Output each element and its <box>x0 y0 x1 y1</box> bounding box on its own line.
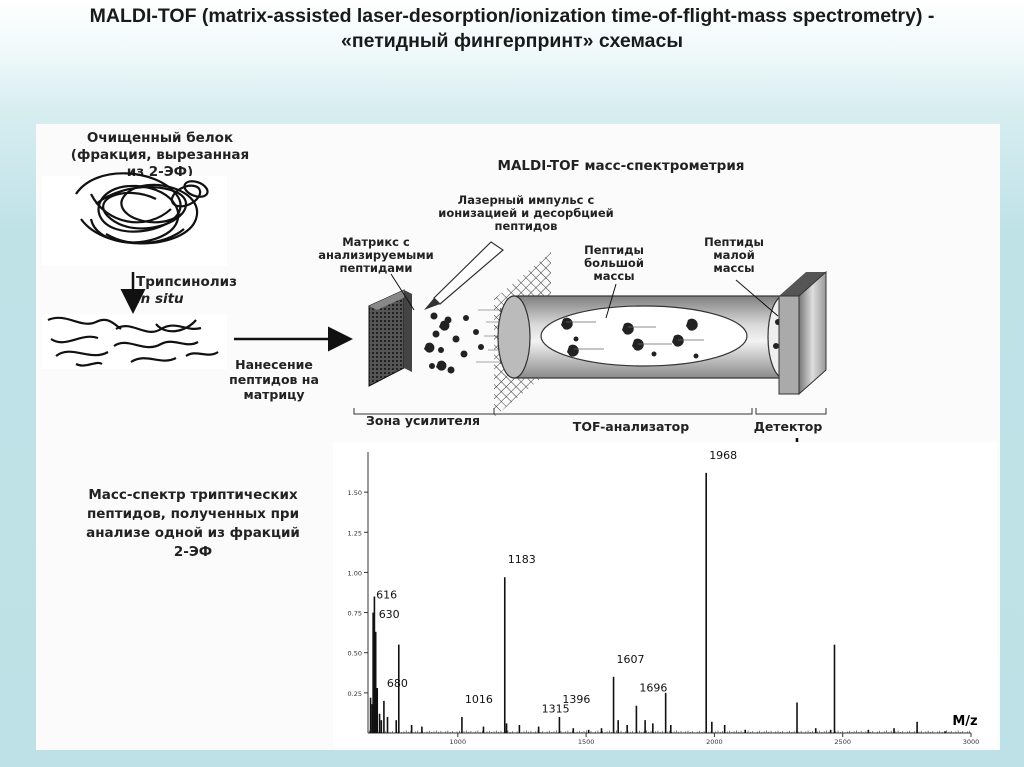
heavy-peptides <box>561 317 704 359</box>
peak-label: 680 <box>387 677 408 690</box>
x-axis-label: M/z <box>952 714 977 729</box>
peak-label: 630 <box>379 608 400 621</box>
heavy-peptides-label: Пептиды большой массы <box>584 243 644 283</box>
zone-brackets <box>353 408 827 415</box>
title-line-1: MALDI-TOF (matrix-assisted laser-desorpt… <box>89 5 935 27</box>
matrix-label: Матрикс с анализируемыми пептидами <box>318 235 434 275</box>
slide-title: MALDI-TOF (matrix-assisted laser-desorpt… <box>0 4 1024 54</box>
y-tick-label: 1.00 <box>348 569 362 577</box>
peak-label: 1968 <box>709 449 737 462</box>
zone-tof-label: TOF-анализатор <box>572 419 690 434</box>
maldi-heading: MALDI-TOF масс-спектрометрия <box>497 158 745 174</box>
peak-label: 616 <box>376 589 397 602</box>
trypsinolysis-label: Трипсинолиз in situ <box>136 274 237 307</box>
tof-tube <box>497 295 801 379</box>
detector-plate <box>778 270 827 396</box>
light-peptides-label: Пептиды малой массы <box>704 235 764 275</box>
x-tick-label: 2000 <box>706 738 723 746</box>
matrix-pointer <box>390 273 415 311</box>
x-tick-label: 1000 <box>450 738 467 746</box>
application-label: Нанесение пептидов на матрицу <box>229 357 319 402</box>
peak-label: 1016 <box>465 693 493 706</box>
laser-label: Лазерный импульс с ионизацией и десорбци… <box>438 193 614 233</box>
heavy-pointer <box>605 283 617 319</box>
y-tick-label: 0.50 <box>348 650 362 658</box>
x-tick-label: 3000 <box>963 738 980 746</box>
peak-label: 1396 <box>562 693 590 706</box>
peak-label: 1183 <box>508 553 536 566</box>
laser-beam <box>424 241 504 310</box>
peak-label: 1315 <box>542 703 570 716</box>
y-tick-label: 0.25 <box>348 690 362 698</box>
peptide-fragments <box>47 316 219 367</box>
maldi-schematic <box>42 172 827 454</box>
mass-spectrum-chart: 0.25 0.50 0.75 1.00 1.25 1.50 1000 1500 2000 2500… <box>333 442 997 747</box>
y-tick-label: 0.75 <box>348 610 362 618</box>
flying-peptides <box>424 312 484 374</box>
peak-label: 1696 <box>639 682 667 695</box>
title-line-2: «петидный фингерпринт» схемасы <box>341 30 683 52</box>
zone-amplifier-label: Зона усилителя <box>365 413 481 428</box>
zone-detector-label: Детектор <box>753 419 823 434</box>
y-tick-label: 1.25 <box>348 529 362 537</box>
matrix-plate <box>368 289 412 387</box>
protein-coil <box>75 172 209 245</box>
light-pointer <box>735 279 779 317</box>
y-tick-label: 1.50 <box>348 489 362 497</box>
figure-panel: Очищенный белок (фракция, вырезанная из … <box>36 124 1000 750</box>
spectrum-caption: Масс-спектр триптических пептидов, получ… <box>86 487 300 560</box>
peak-label: 1607 <box>617 653 645 666</box>
x-tick-label: 2500 <box>834 738 851 746</box>
x-tick-label: 1500 <box>578 738 595 746</box>
